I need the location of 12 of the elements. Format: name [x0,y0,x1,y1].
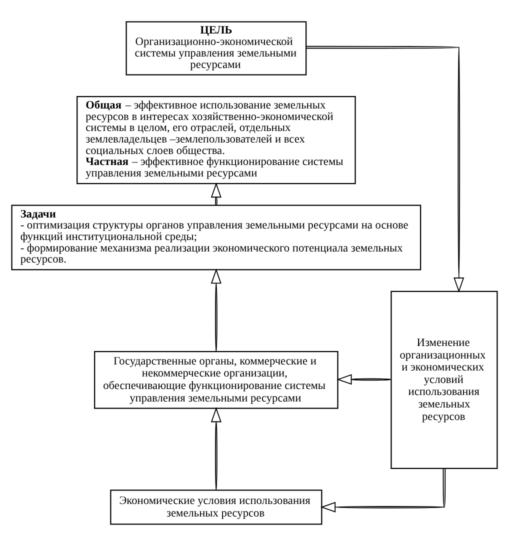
node-box: Задачи - оптимизация структуры органов управления земельными ресурсами на основе функций институциональной среды; - формирование механизма реализации экономического потенциала земельных ресурсов. [11,204,422,270]
arrow [336,374,392,385]
node-box: Государственные органы, коммерческие и некоммерческие организации, обеспечивающие функционирование системы управления земельными ресурсами [94,350,338,409]
node-box: Общая – эффективное использование земельных ресурсов в интересах хозяйственно-экономической системы в целом, его отраслей, отдельных землевладельцев –землепользователей и всех социальных слоев общества. Частная – эффективное функционирование системы управления земельными ресурсами [76,96,356,184]
arrow [306,46,464,293]
node-box: Экономические условия использования земельных ресурсов [110,490,322,525]
arrow [210,182,222,206]
node-box: ЦЕЛЬ Организационно-экономической системы управления земельными ресурсами [126,21,307,76]
arrow [210,268,222,352]
arrow [320,468,446,512]
arrow [210,407,222,490]
node-box: Изменение организационных и экономических условий использования земельных ресурсов [390,290,498,469]
